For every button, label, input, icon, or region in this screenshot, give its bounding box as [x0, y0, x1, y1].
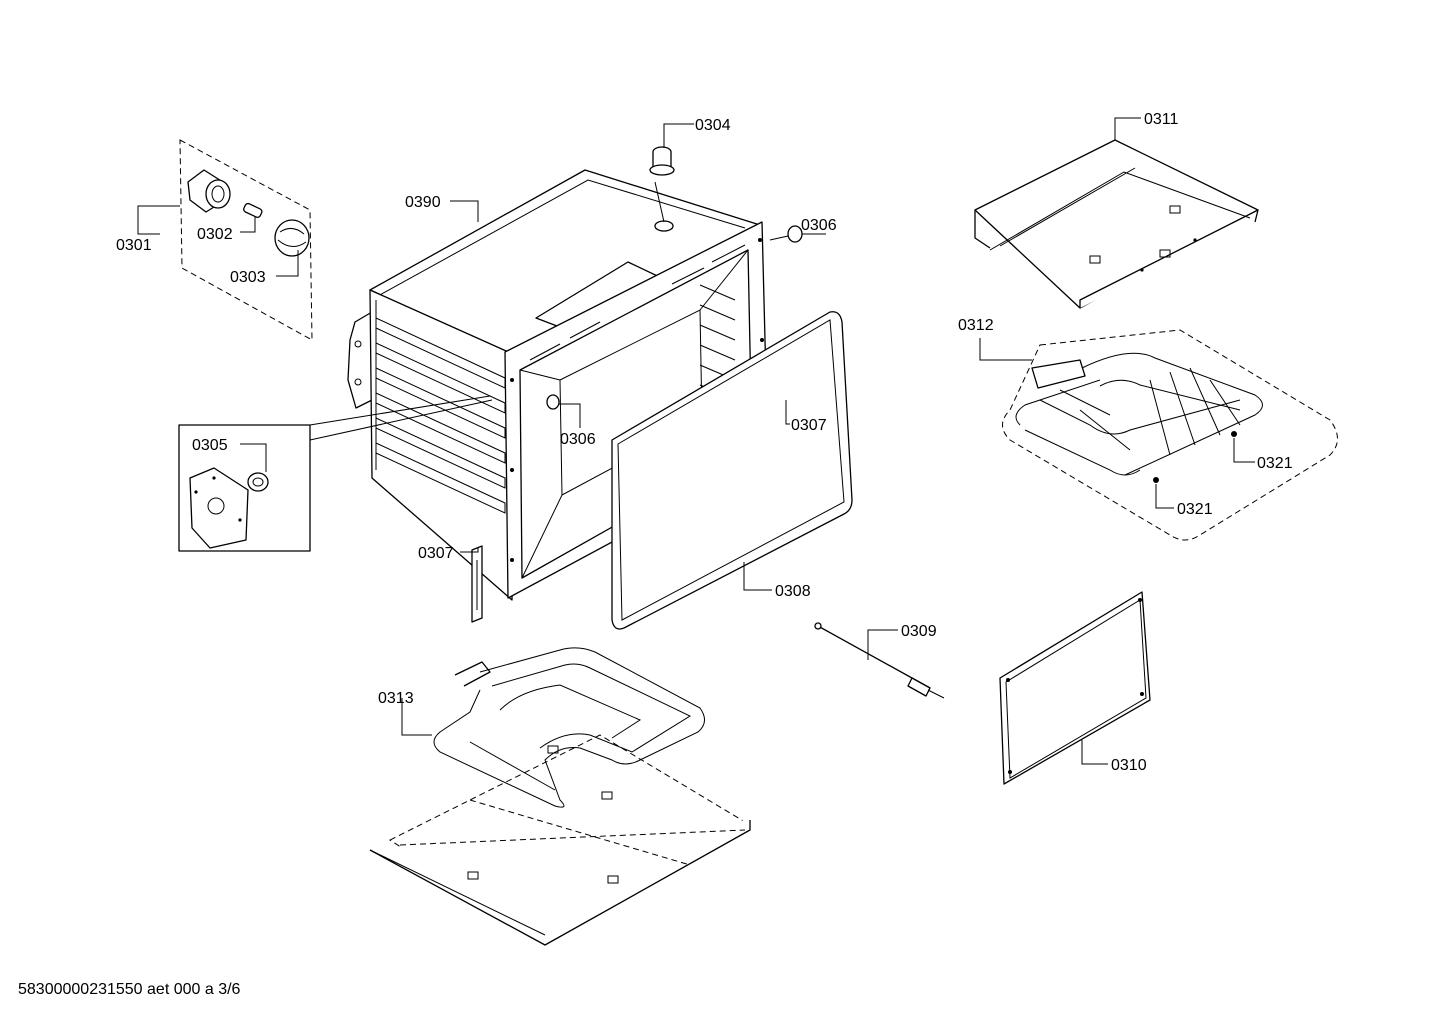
part-0307-hinge-left — [471, 545, 483, 623]
part-0302-bulb — [243, 202, 263, 218]
label-0321-a: 0321 — [1257, 455, 1293, 472]
label-0305: 0305 — [192, 437, 228, 454]
label-0307-right: 0307 — [791, 417, 827, 434]
part-0313-lower-heater — [433, 647, 705, 808]
inset-0305-detail — [178, 395, 493, 552]
label-0301: 0301 — [116, 237, 152, 254]
label-0321-b: 0321 — [1177, 501, 1213, 518]
vent-slots — [529, 244, 746, 361]
part-0304-temperature-sensor — [649, 146, 675, 232]
oven-bottom-panel — [369, 734, 751, 946]
leader-lines — [137, 117, 1255, 765]
label-0390: 0390 — [405, 194, 441, 211]
part-0306-screw-inner — [546, 394, 560, 410]
heater-coil-loops — [1015, 352, 1263, 476]
label-0307-left: 0307 — [418, 545, 454, 562]
label-0311: 0311 — [1144, 111, 1179, 128]
part-0311-top-cover — [974, 139, 1259, 309]
part-0306-screw-right — [769, 225, 803, 243]
lamp-assembly-group — [179, 139, 313, 341]
label-0308: 0308 — [775, 583, 811, 600]
drawing-reference-number: 58300000231550 aet 000 a 3/6 — [18, 981, 241, 998]
part-0312-upper-heater — [1002, 329, 1338, 541]
label-0306-inner: 0306 — [560, 431, 596, 448]
label-0306-right: 0306 — [801, 217, 837, 234]
part-0303-lamp-cover — [274, 219, 310, 257]
label-0312: 0312 — [958, 317, 994, 334]
label-0309: 0309 — [901, 623, 937, 640]
part-labels: 0301 0302 0303 0304 0305 0306 0306 0307 … — [116, 111, 1293, 774]
label-0310: 0310 — [1111, 757, 1147, 774]
part-0301-lamp-socket — [187, 169, 231, 213]
part-0308-door-seal — [611, 311, 853, 630]
label-0303: 0303 — [230, 269, 266, 286]
part-0309-sensor-probe — [814, 622, 945, 699]
label-0302: 0302 — [197, 226, 233, 243]
part-0310-back-panel — [999, 591, 1151, 785]
part-0305-clip — [247, 472, 269, 492]
label-0304: 0304 — [695, 117, 731, 134]
label-0313: 0313 — [378, 690, 414, 707]
